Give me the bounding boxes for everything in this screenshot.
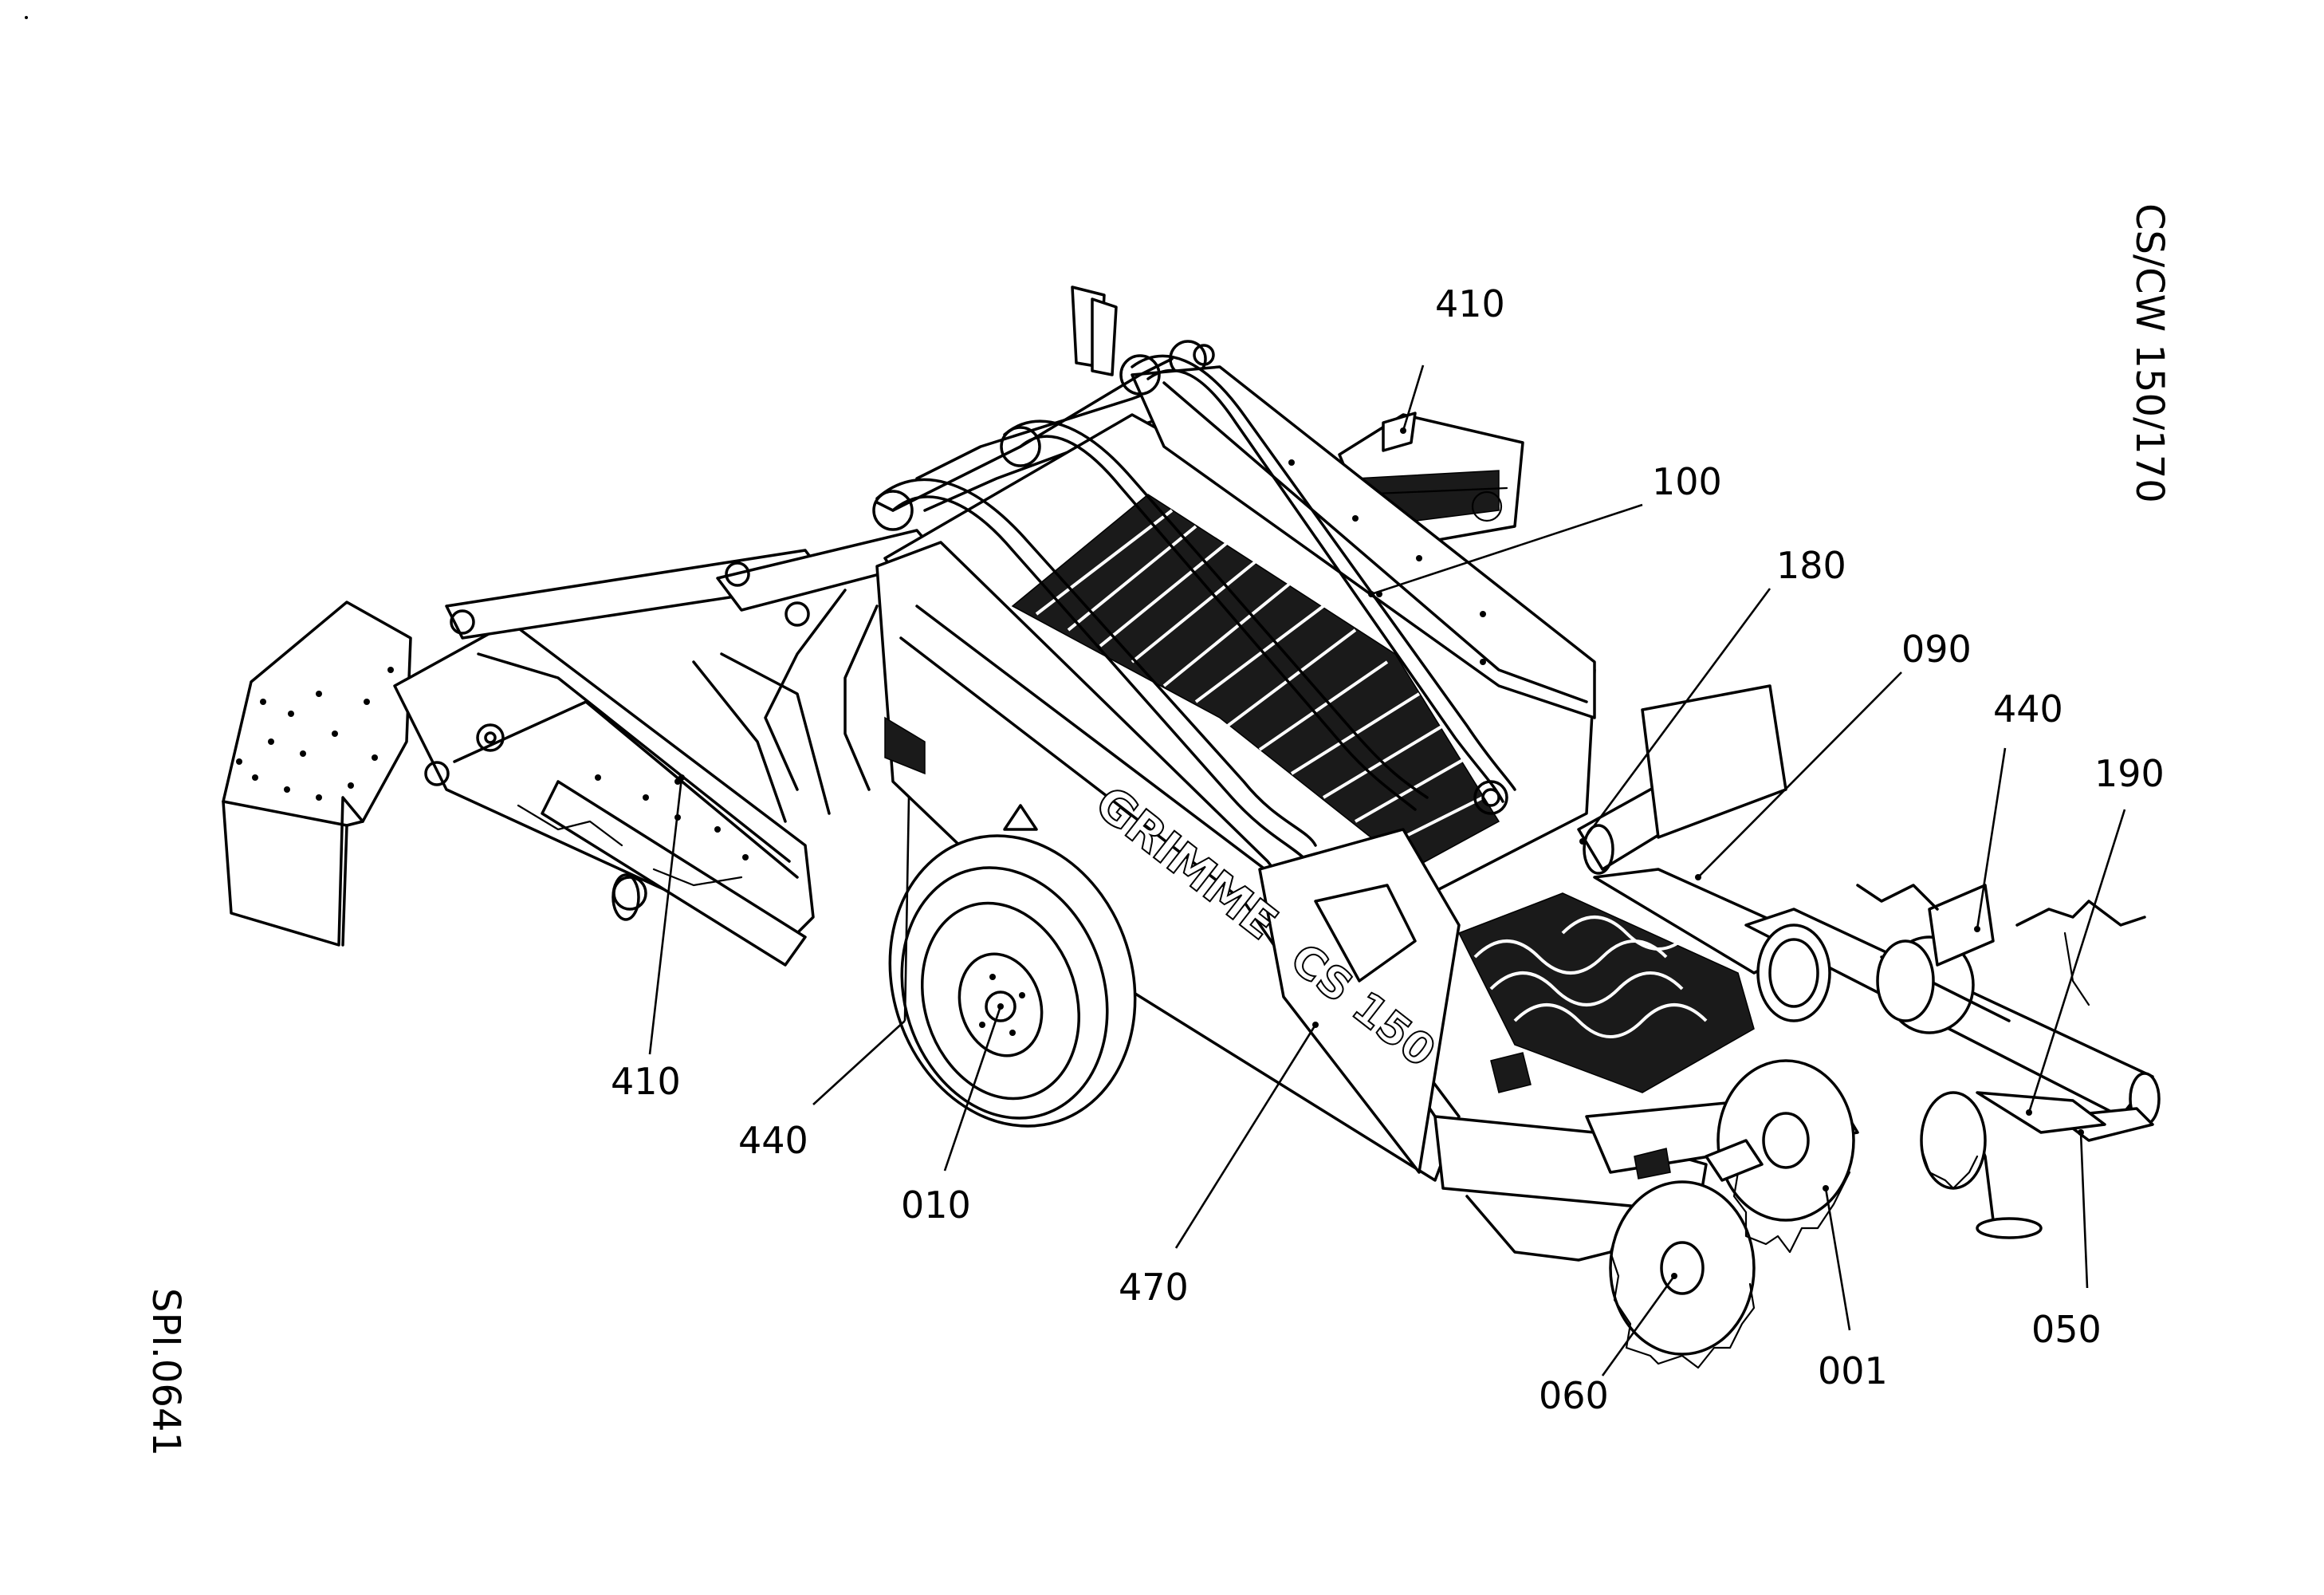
part-label-050: 050 [2031,1308,2102,1351]
leader-410-left [648,777,683,1055]
leader-001 [1824,1187,1851,1331]
part-label-010: 010 [901,1183,971,1227]
part-label-410-left: 410 [611,1060,681,1103]
wheel [888,834,1137,1128]
leader-440-right [1976,747,2007,930]
model-title: CS/CW 150/170 [2127,203,2172,503]
leader-lines [648,364,2126,1376]
part-label-060: 060 [1539,1374,1609,1417]
part-label-001: 001 [1818,1349,1888,1392]
drawing-number: SPI.0641 [144,1288,188,1456]
drawbar-frame [445,529,942,823]
leader-470 [1174,1024,1317,1249]
part-label-090: 090 [1901,628,1972,671]
main-body [883,365,1596,967]
part-label-180: 180 [1776,544,1846,587]
part-number-labels: 410 100 180 090 440 190 410 440 010 470 … [611,282,2165,1417]
leader-180 [1581,588,1772,842]
part-label-470: 470 [1119,1266,1189,1309]
digging-shares [1705,1091,2106,1182]
disc-coulters [1609,939,1987,1369]
deflector-hood [222,601,412,947]
corner-mark [25,16,28,19]
leader-100 [1370,503,1643,596]
leader-050 [2079,1132,2089,1289]
leader-440-left [812,1020,906,1105]
part-label-100: 100 [1652,460,1722,503]
leader-190 [2027,809,2126,1113]
part-label-410-top: 410 [1435,282,1505,325]
leader-090 [1697,671,1902,878]
part-label-190: 190 [2094,752,2165,795]
leader-060 [1601,1275,1676,1376]
part-label-440-right: 440 [1993,687,2063,731]
part-label-440-left: 440 [738,1119,808,1162]
elevator-arches [872,354,1516,863]
leader-410-top [1402,364,1425,431]
haulm-rollers [1457,892,1755,1093]
side-elevator-frame [393,605,815,967]
harvester-illustration: GRIMME CS 150 [222,286,2161,1369]
leader-010 [943,1006,1002,1172]
